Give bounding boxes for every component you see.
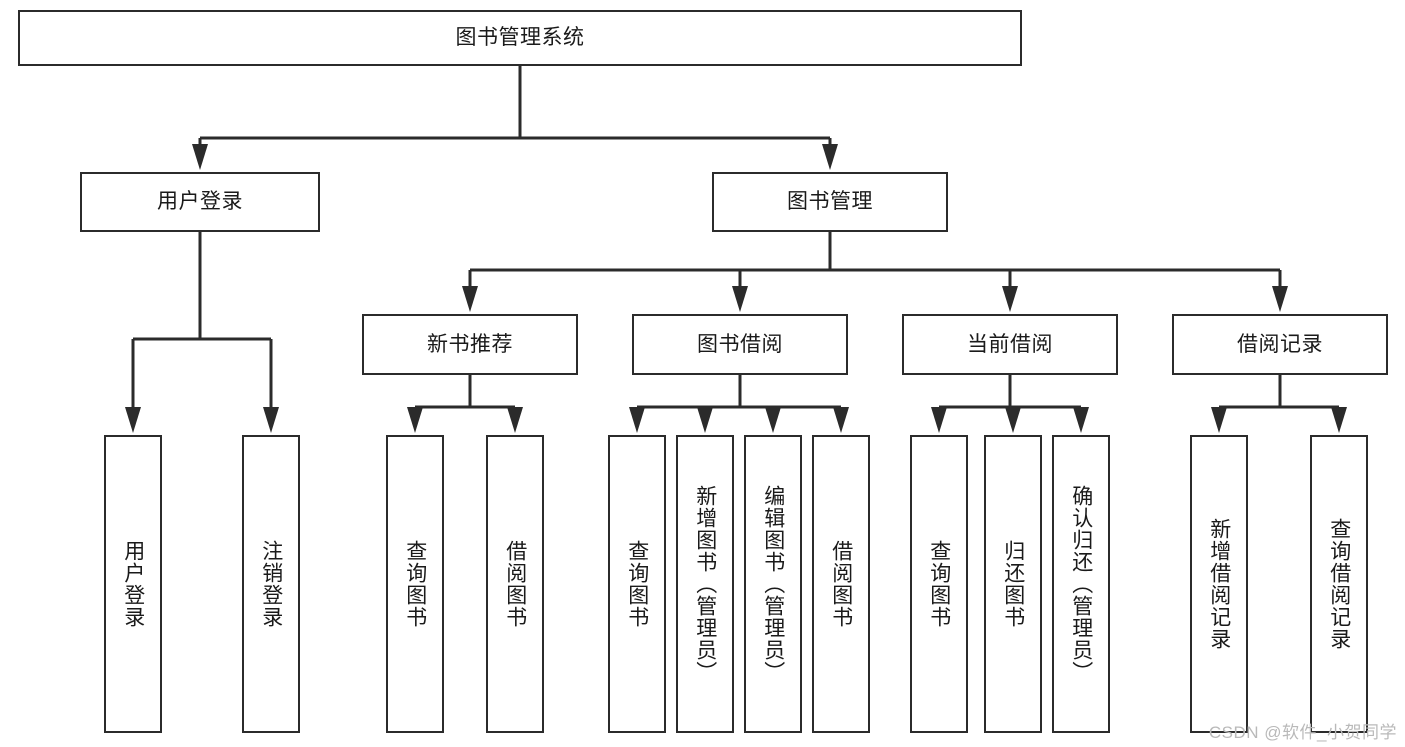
node-user-login[interactable]: 用户登录 (80, 172, 320, 232)
node-label-user-login: 用户登录 (157, 190, 243, 214)
node-leaf-logout-login[interactable]: 注销登录 (242, 435, 300, 733)
node-label-leaf-user-login: 用户登录 (121, 540, 145, 628)
arrowhead-current-borrow (1002, 286, 1018, 312)
node-label-leaf-add-book-admin: 新增图书（管理员） (693, 485, 717, 683)
watermark-label: CSDN @软件_小贺同学 (1208, 723, 1397, 742)
arrowhead-leaf-user-login (125, 407, 141, 433)
node-label-leaf-query-book-1: 查询图书 (403, 540, 427, 628)
arrowhead-leaf-logout-login (263, 407, 279, 433)
arrowhead-leaf-return-book (1005, 407, 1021, 433)
node-label-root: 图书管理系统 (455, 26, 585, 50)
arrowhead-borrow-record (1272, 286, 1288, 312)
node-label-book-borrow: 图书借阅 (697, 332, 783, 356)
node-label-borrow-record: 借阅记录 (1237, 332, 1323, 356)
node-label-new-book-recommend: 新书推荐 (427, 332, 513, 356)
node-leaf-query-book-3[interactable]: 查询图书 (910, 435, 968, 733)
arrowhead-leaf-borrow-book-1 (507, 407, 523, 433)
node-label-leaf-query-book-3: 查询图书 (927, 540, 951, 628)
node-label-leaf-query-borrow-record: 查询借阅记录 (1327, 518, 1351, 650)
node-label-leaf-return-book: 归还图书 (1001, 540, 1025, 628)
node-leaf-query-book-2[interactable]: 查询图书 (608, 435, 666, 733)
node-leaf-borrow-book-2[interactable]: 借阅图书 (812, 435, 870, 733)
edge-group (125, 66, 1347, 433)
arrowhead-leaf-query-book-2 (629, 407, 645, 433)
node-label-leaf-add-borrow-record: 新增借阅记录 (1207, 518, 1231, 650)
node-label-leaf-borrow-book-1: 借阅图书 (503, 540, 527, 628)
arrowhead-leaf-add-book-admin (697, 407, 713, 433)
node-leaf-edit-book-admin[interactable]: 编辑图书（管理员） (744, 435, 802, 733)
arrowhead-leaf-confirm-return-admin (1073, 407, 1089, 433)
node-leaf-add-book-admin[interactable]: 新增图书（管理员） (676, 435, 734, 733)
arrowhead-book-management (822, 144, 838, 170)
arrowhead-leaf-query-borrow-record (1331, 407, 1347, 433)
node-label-leaf-query-book-2: 查询图书 (625, 540, 649, 628)
node-label-leaf-borrow-book-2: 借阅图书 (829, 540, 853, 628)
node-new-book-recommend[interactable]: 新书推荐 (362, 314, 578, 375)
node-book-management[interactable]: 图书管理 (712, 172, 948, 232)
arrowhead-new-book-recommend (462, 286, 478, 312)
node-label-book-management: 图书管理 (787, 190, 873, 214)
node-current-borrow[interactable]: 当前借阅 (902, 314, 1118, 375)
node-borrow-record[interactable]: 借阅记录 (1172, 314, 1388, 375)
node-leaf-return-book[interactable]: 归还图书 (984, 435, 1042, 733)
arrowhead-leaf-edit-book-admin (765, 407, 781, 433)
node-leaf-add-borrow-record[interactable]: 新增借阅记录 (1190, 435, 1248, 733)
node-label-leaf-logout-login: 注销登录 (259, 540, 283, 628)
arrowhead-leaf-query-book-1 (407, 407, 423, 433)
node-label-leaf-confirm-return-admin: 确认归还（管理员） (1069, 485, 1093, 683)
node-leaf-confirm-return-admin[interactable]: 确认归还（管理员） (1052, 435, 1110, 733)
arrowhead-user-login (192, 144, 208, 170)
node-leaf-borrow-book-1[interactable]: 借阅图书 (486, 435, 544, 733)
node-leaf-query-book-1[interactable]: 查询图书 (386, 435, 444, 733)
node-root[interactable]: 图书管理系统 (18, 10, 1022, 66)
arrowhead-leaf-borrow-book-2 (833, 407, 849, 433)
node-label-current-borrow: 当前借阅 (967, 332, 1053, 356)
node-leaf-query-borrow-record[interactable]: 查询借阅记录 (1310, 435, 1368, 733)
node-leaf-user-login[interactable]: 用户登录 (104, 435, 162, 733)
node-book-borrow[interactable]: 图书借阅 (632, 314, 848, 375)
arrowhead-leaf-add-borrow-record (1211, 407, 1227, 433)
arrowhead-book-borrow (732, 286, 748, 312)
node-label-leaf-edit-book-admin: 编辑图书（管理员） (761, 485, 785, 683)
arrowhead-leaf-query-book-3 (931, 407, 947, 433)
